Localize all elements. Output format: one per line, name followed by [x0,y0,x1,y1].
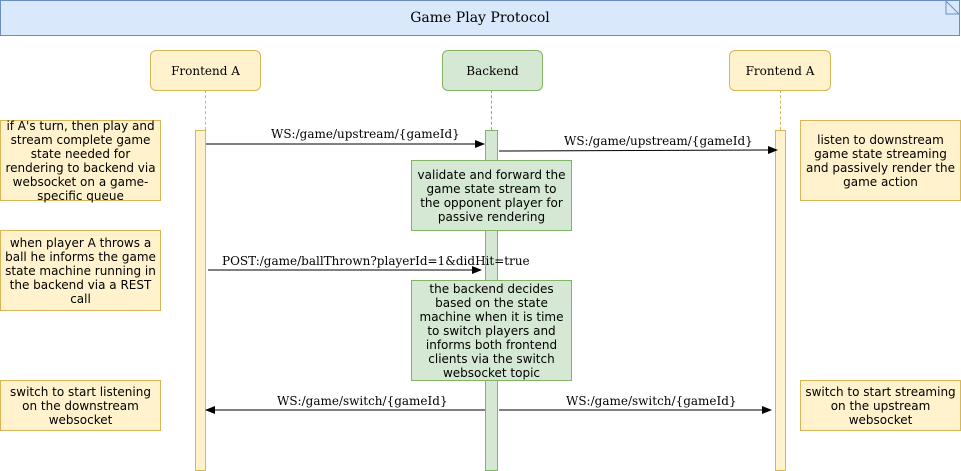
actor-backend-label: Backend [466,63,519,78]
note-left-switch: switch to start listening on the downstr… [0,380,161,431]
label-upstream-a-to-backend: WS:/game/upstream/{gameId} [271,127,460,141]
note-left-stream-state-text: if A's turn, then play and stream comple… [5,118,156,203]
lifeline-center [491,90,492,130]
label-ball-thrown: POST:/game/ballThrown?playerId=1&didHit=… [222,254,530,268]
actor-frontend-right: Frontend A [729,50,831,91]
label-upstream-backend-to-b: WS:/game/upstream/{gameId} [564,134,753,148]
actor-frontend-right-label: Frontend A [745,63,815,78]
note-center-switch-decision: the backend decides based on the state m… [411,280,572,381]
note-left-switch-text: switch to start listening on the downstr… [10,384,151,427]
note-right-switch: switch to start streaming on the upstrea… [800,380,961,431]
arrow-upstream-backend-to-b [498,146,778,155]
header-fold-corner [945,0,961,15]
note-left-ball-thrown-text: when player A throws a ball he informs t… [5,235,156,306]
note-left-stream-state: if A's turn, then play and stream comple… [0,118,161,203]
label-switch-to-b: WS:/game/switch/{gameId} [566,394,737,408]
actor-frontend-left: Frontend A [150,50,261,91]
lifeline-right [780,90,781,130]
note-right-passive-render: listen to downstream game state streamin… [800,120,961,201]
lifeline-left [205,90,206,130]
note-center-switch-decision-text: the backend decides based on the state m… [419,281,564,380]
actor-backend: Backend [442,50,543,91]
note-center-forward-text: validate and forward the game state stre… [417,167,566,224]
note-right-passive-render-text: listen to downstream game state streamin… [805,132,956,189]
actor-frontend-left-label: Frontend A [171,63,240,78]
diagram-title: Game Play Protocol [410,10,550,26]
note-left-ball-thrown: when player A throws a ball he informs t… [0,230,161,311]
label-switch-to-a: WS:/game/switch/{gameId} [277,394,448,408]
diagram-title-bar: Game Play Protocol [0,0,960,36]
note-center-forward: validate and forward the game state stre… [411,160,572,231]
note-right-switch-text: switch to start streaming on the upstrea… [805,384,956,427]
